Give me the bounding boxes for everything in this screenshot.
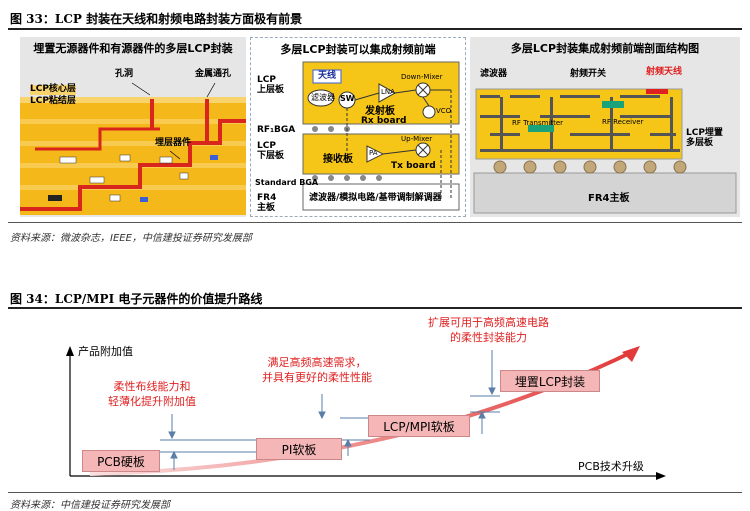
panel-rf-frontend: 多层LCP封装可以集成射频前端 [250,37,466,217]
cross-section-diagram [473,88,737,214]
label-filter: 滤波器 [311,93,335,102]
multilayer-lcp-diagram [20,82,246,215]
label-baseband: 滤波器/模拟电路/基带调制解调器 [309,193,442,203]
figure-33-bottom-rule [8,222,742,223]
label-buried-device: 埋层器件 [155,138,192,148]
figure-34-bottom-rule [8,492,742,493]
stage-pcb-rigid: PCB硬板 [82,450,160,472]
label-rs-filter: 滤波器 [480,69,508,79]
y-axis-label: 产品附加值 [78,345,133,358]
label-lna: LNA [381,88,395,96]
figure-34-source: 资料来源：中信建投证券研究发展部 [10,500,170,511]
label-up-mixer: Up-Mixer [401,135,433,143]
label-rx-board: Rx board [361,116,407,126]
note-pi-flex: 柔性布线能力和 轻薄化提升附加值 [108,380,196,408]
label-tx-board: Tx board [391,161,436,171]
label-lcp-lower: LCP 下层板 [257,141,285,161]
panel-right-title: 多层LCP封装集成射频前端剖面结构图 [510,42,700,55]
label-lcp-core: LCP核心层 [30,84,76,95]
stage-buried-lcp-package: 埋置LCP封装 [500,370,600,392]
panel-left-title: 埋置无源器件和有源器件的多层LCP封装 [33,42,233,55]
panel-multilayer-lcp: 埋置无源器件和有源器件的多层LCP封装 [20,37,246,217]
label-lcp-buried-multilayer: LCP埋置 多层板 [686,128,723,148]
figure-34-top-rule [8,307,742,309]
figure-33-source: 资料来源：微波杂志，IEEE，中信建投证券研究发展部 [10,233,252,244]
label-down-mixer: Down-Mixer [401,73,443,81]
label-tx-cn: 发射板 [365,106,395,117]
label-antenna: 天线 [318,71,337,81]
label-rf-receiver: RF Receiver [602,118,644,126]
label-rf-bga: RF₁BGA [257,125,296,135]
stage-pi-flex: PI软板 [256,438,342,460]
figure-33-title: 图 33：LCP 封装在天线和射频电路封装方面极有前景 [10,12,303,26]
label-lcp-upper: LCP 上层板 [257,75,285,95]
note-buried-lcp: 扩展可用于高频高速电路 的柔性封装能力 [428,316,549,344]
label-lcp-bond: LCP粘结层 [30,96,76,106]
figure-34-title: 图 34：LCP/MPI 电子元器件的价值提升路线 [10,292,263,306]
stage-lcp-mpi-flex: LCP/MPI软板 [368,415,470,437]
label-sw: SW [340,94,355,103]
label-metal-via: 金属通孔 [195,69,232,79]
label-vco: VCO [436,107,452,115]
figure-33-top-rule [8,28,742,30]
panel-cross-section: 多层LCP封装集成射频前端剖面结构图 滤波器 射频开 [470,37,740,217]
label-rf-switch: 射频开关 [570,69,607,79]
label-rx-cn: 接收板 [323,154,353,165]
label-fr4-mainboard: FR4 主板 [257,193,277,213]
rf-frontend-diagram [302,61,460,211]
label-rf-antenna: 射频天线 [646,67,683,77]
panel-mid-title: 多层LCP封装可以集成射频前端 [280,43,436,56]
label-rs-fr4: FR4主板 [588,193,630,204]
label-standard-bga: Standard BGA [255,178,319,187]
label-hole: 孔洞 [115,69,134,79]
label-pa: PA [369,149,378,157]
label-rf-transmitter: RF Transmitter [512,119,564,127]
x-axis-label: PCB技术升级 [578,460,644,473]
note-lcp-mpi: 满足高频高速需求， 并具有更好的柔性性能 [262,356,372,384]
